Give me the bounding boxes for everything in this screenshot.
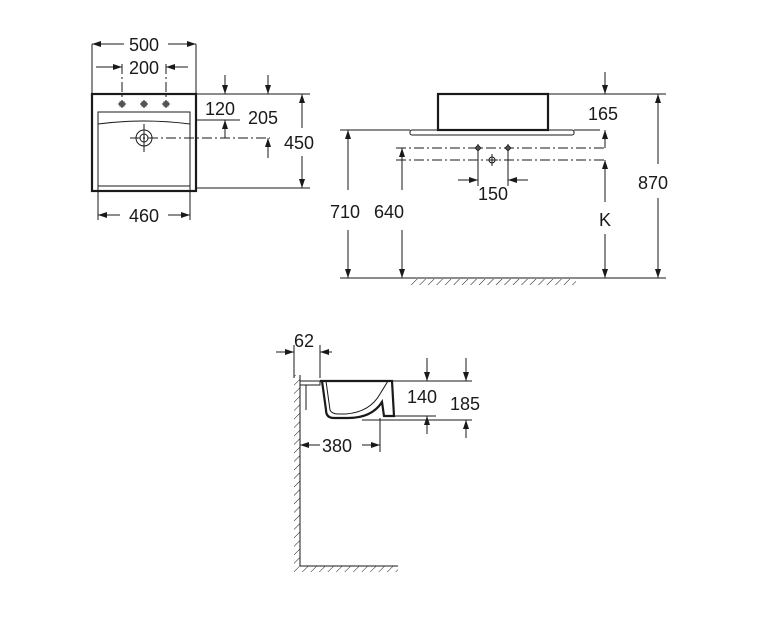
dim-500-label: 500 xyxy=(129,35,159,55)
dim-200-label: 200 xyxy=(129,58,159,78)
dim-k-label: K xyxy=(599,210,611,230)
dim-140-label: 140 xyxy=(407,387,437,407)
side-basin-profile xyxy=(320,379,396,420)
front-tap-markers xyxy=(474,144,512,166)
top-view: 500 200 460 120 205 xyxy=(90,35,314,226)
dim-150-label: 150 xyxy=(478,184,508,204)
wall-hatch xyxy=(294,375,300,566)
dim-120-label: 120 xyxy=(205,99,235,119)
dim-185-label: 185 xyxy=(450,394,480,414)
dim-62-label: 62 xyxy=(294,331,314,351)
countertop xyxy=(409,129,575,136)
front-view: 150 710 640 165 K xyxy=(330,72,668,285)
dim-870-label: 870 xyxy=(638,173,668,193)
dim-165-label: 165 xyxy=(588,104,618,124)
dim-460-label: 460 xyxy=(129,206,159,226)
dim-205-label: 205 xyxy=(248,108,278,128)
top-view-basin-outline xyxy=(90,92,198,193)
tap-hole-markers xyxy=(118,100,170,108)
front-view-basin xyxy=(436,92,550,132)
side-view: 62 380 140 185 xyxy=(276,331,480,572)
side-countertop xyxy=(299,380,321,386)
top-view-basin-bowl xyxy=(97,111,191,187)
dim-380-label: 380 xyxy=(322,436,352,456)
floor-hatch xyxy=(410,279,576,285)
side-floor-hatch xyxy=(294,566,398,572)
dim-450-label: 450 xyxy=(284,133,314,153)
dim-640-label: 640 xyxy=(374,202,404,222)
dim-710-label: 710 xyxy=(330,202,360,222)
